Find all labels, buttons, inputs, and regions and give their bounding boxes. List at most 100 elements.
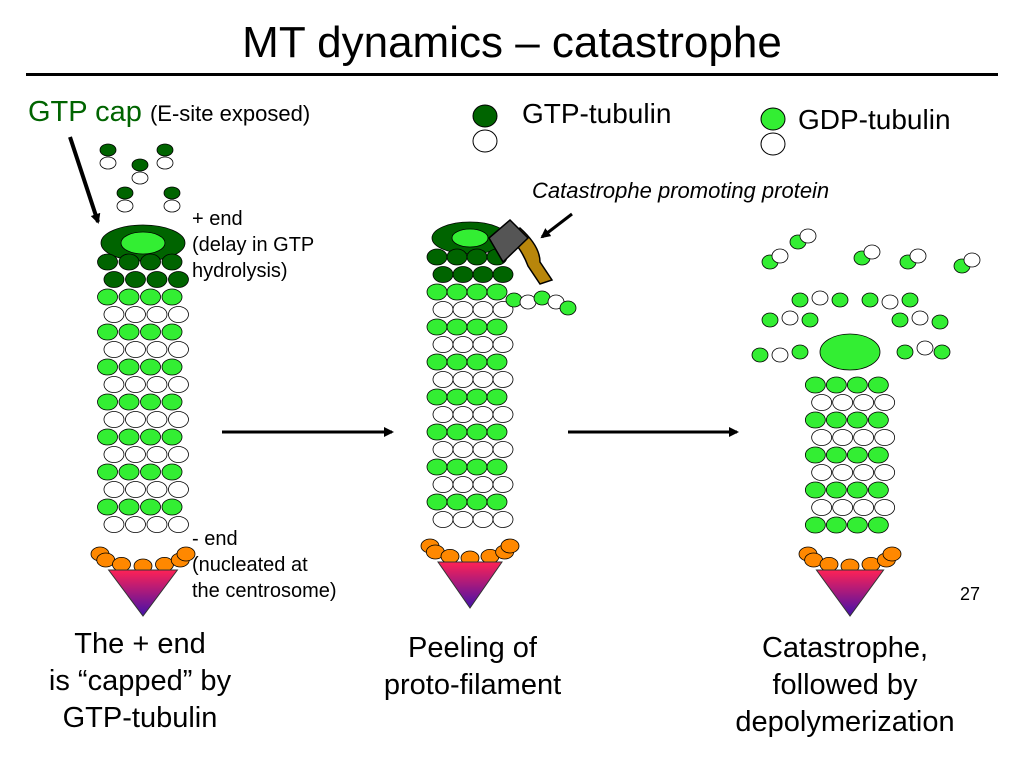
tubulin-subunit	[97, 428, 118, 446]
title-rule	[26, 73, 998, 76]
tubulin-subunit	[97, 463, 118, 481]
tubulin-subunit	[492, 371, 514, 388]
tubulin-subunit	[118, 463, 140, 481]
tubulin-subunit	[832, 394, 854, 411]
free-gtp-partner	[99, 156, 117, 170]
tubulin-subunit	[452, 336, 474, 353]
tubulin-subunit	[426, 353, 448, 371]
free-gtp-subunit	[99, 143, 117, 157]
tubulin-subunit	[853, 464, 875, 481]
tubulin-subunit	[804, 481, 826, 499]
caption-capped: The + end is “capped” by GTP-tubulin	[10, 626, 270, 737]
tubulin-subunit	[832, 499, 854, 516]
tubulin-subunit	[432, 476, 454, 493]
tubulin-subunit	[146, 306, 168, 323]
peeling-subunit	[519, 294, 537, 310]
curling-subunit	[791, 344, 809, 360]
tubulin-subunit	[426, 248, 448, 266]
tubulin-subunit	[146, 516, 168, 533]
microtubule-depolymerizing	[751, 228, 981, 617]
tubulin-subunit	[492, 406, 514, 423]
centrosome-bead	[155, 556, 174, 572]
tubulin-subunit	[432, 301, 454, 318]
tubulin-subunit	[811, 464, 833, 481]
free-gtp-subunit	[163, 186, 181, 200]
tubulin-subunit	[825, 516, 847, 534]
gtp-cap-note: (E-site exposed)	[149, 101, 311, 126]
tubulin-subunit	[432, 371, 454, 388]
tubulin-subunit	[103, 306, 125, 323]
tubulin-subunit	[118, 498, 140, 516]
caption-3-line-3: depolymerization	[735, 706, 955, 738]
tubulin-subunit	[125, 376, 146, 393]
tubulin-subunit	[472, 336, 494, 353]
curling-subunit	[781, 310, 799, 326]
tubulin-subunit	[426, 283, 448, 301]
tubulin-subunit	[832, 464, 854, 481]
curling-subunit	[881, 294, 899, 310]
tubulin-subunit	[867, 481, 889, 499]
centrosome-bead	[112, 556, 131, 572]
curling-subunit	[801, 312, 819, 328]
tubulin-subunit	[103, 341, 125, 358]
legend-gtp-label: GTP-tubulin	[522, 98, 672, 129]
tubulin-subunit	[125, 306, 146, 323]
mt2-lumen	[451, 228, 489, 248]
mt1-lumen	[120, 231, 166, 255]
tubulin-subunit	[867, 411, 889, 429]
tubulin-subunit	[486, 353, 508, 371]
slide-number: 27	[960, 584, 981, 604]
tubulin-subunit	[118, 358, 140, 376]
centrosome-bead	[500, 538, 520, 554]
tubulin-subunit	[874, 429, 896, 446]
mt3-open-end	[819, 333, 881, 371]
tubulin-subunit	[472, 371, 494, 388]
tubulin-subunit	[140, 253, 161, 271]
tubulin-subunit	[867, 446, 889, 464]
tubulin-subunit	[825, 376, 847, 394]
tubulin-subunit	[103, 516, 125, 533]
tubulin-subunit	[452, 371, 474, 388]
tubulin-subunit	[452, 441, 474, 458]
plus-end-line-2: (delay in GTP	[192, 234, 315, 256]
tubulin-subunit	[446, 493, 468, 511]
tubulin-subunit	[168, 306, 189, 323]
tubulin-subunit	[432, 336, 454, 353]
peeling-subunit	[559, 300, 577, 316]
tubulin-subunit	[140, 358, 161, 376]
legend-gdp-swatch	[760, 107, 786, 156]
axe-icon	[488, 218, 554, 285]
tubulin-subunit	[426, 388, 448, 406]
tubulin-subunit	[452, 511, 474, 528]
free-gtp-subunit	[116, 186, 134, 200]
tubulin-subunit	[804, 516, 826, 534]
microtubule-peeling	[420, 221, 577, 609]
curling-subunit	[861, 292, 879, 308]
tubulin-subunit	[118, 253, 140, 271]
tubulin-subunit	[811, 499, 833, 516]
tubulin-subunit	[874, 394, 896, 411]
tubulin-subunit	[103, 411, 125, 428]
tubulin-subunit	[168, 271, 189, 288]
tubulin-subunit	[118, 288, 140, 306]
plus-end-label: + end (delay in GTP hydrolysis)	[192, 206, 314, 284]
tubulin-subunit	[97, 253, 118, 271]
caption-catastrophe: Catastrophe, followed by depolymerizatio…	[690, 630, 1000, 741]
tubulin-subunit	[853, 429, 875, 446]
tubulin-subunit	[146, 481, 168, 498]
tubulin-subunit	[492, 336, 514, 353]
tubulin-subunit	[446, 458, 468, 476]
tubulin-subunit	[811, 394, 833, 411]
tubulin-subunit	[466, 388, 488, 406]
tubulin-subunit	[825, 481, 847, 499]
tubulin-subunit	[140, 463, 161, 481]
minus-end-line-1: - end	[192, 528, 238, 550]
released-partner	[863, 244, 881, 260]
tubulin-subunit	[472, 406, 494, 423]
tubulin-subunit	[426, 493, 448, 511]
tubulin-subunit	[466, 318, 488, 336]
centrosome-bead	[882, 546, 902, 562]
tubulin-subunit	[168, 446, 189, 463]
curling-subunit	[811, 290, 829, 306]
curling-subunit	[896, 344, 914, 360]
